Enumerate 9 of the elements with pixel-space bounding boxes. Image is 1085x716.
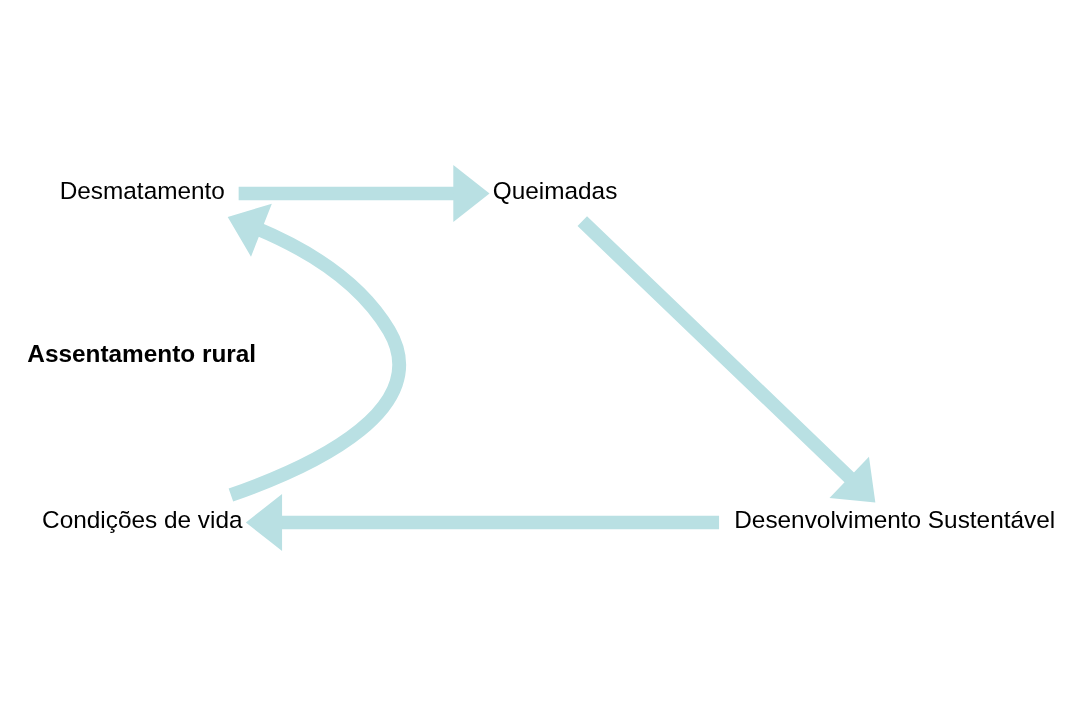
node-text: Desenvolvimento Sustentável [734, 506, 1056, 534]
arrow [245, 493, 720, 551]
node-text: Condições de vida [42, 506, 243, 534]
arrow [227, 203, 406, 502]
arrow [238, 165, 490, 223]
arrow [577, 216, 876, 503]
node-text: Assentamento rural [27, 340, 257, 368]
node-text: Queimadas [492, 177, 618, 205]
node-text: Desmatamento [59, 177, 225, 205]
